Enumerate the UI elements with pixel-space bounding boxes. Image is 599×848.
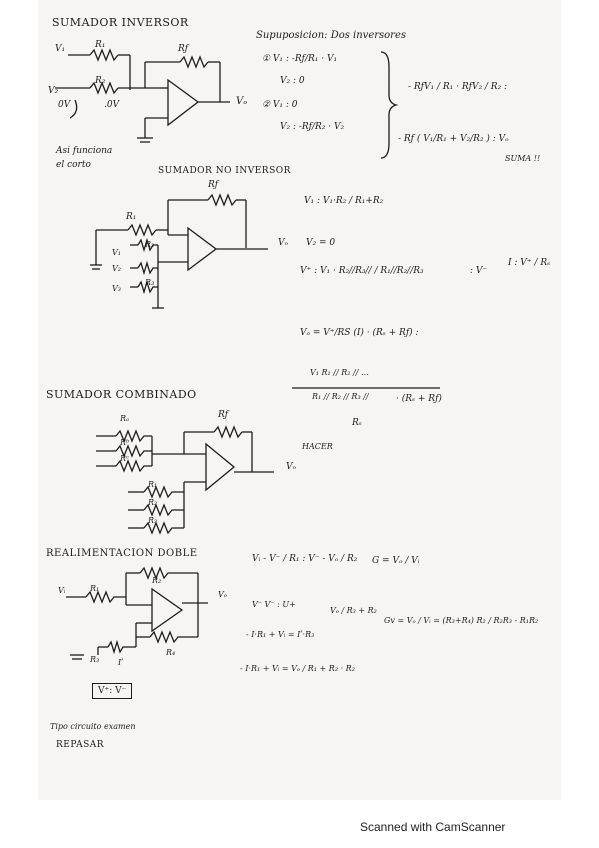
- dbl-eq-4: Vₒ / R₃ + R₂: [330, 606, 377, 615]
- noninv-label-v3: V₃: [112, 284, 121, 293]
- noninv-eq-7: V₁ R₁ // R₂ // …: [310, 368, 369, 377]
- combined-label-vo: Vₒ: [286, 462, 296, 472]
- noninv-eq-8: R₁ // R₂ // R₃ //: [312, 392, 369, 401]
- inv-label-vo: Vₒ: [236, 96, 248, 107]
- inv-note-2: el corto: [56, 160, 91, 170]
- superposition-brace: [380, 51, 399, 159]
- noninv-label-r2: R₂: [145, 240, 155, 249]
- scanned-page: [38, 0, 561, 800]
- dbl-label-r1: R₁: [90, 584, 100, 593]
- noninv-eq-2: V₂ = 0: [306, 238, 336, 248]
- combined-label-r3: R₃: [148, 516, 158, 525]
- noninv-eq-5: I : V⁺ / Rₛ: [508, 258, 551, 268]
- combined-label-rb: Rᵇ: [120, 438, 130, 447]
- dbl-label-r3: R₃: [90, 655, 100, 664]
- superposition-line-2: V₂ : 0: [280, 76, 305, 86]
- inv-label-0v-b: .0V: [104, 100, 120, 110]
- dbl-footnote-1: Tipo circuito examen: [50, 722, 136, 731]
- inv-note-1: Asi funciona: [56, 146, 113, 156]
- noninv-eq-10: Rₛ: [352, 418, 362, 428]
- combined-label-rf: Rƒ: [218, 410, 229, 420]
- non-inverting-circuit: [90, 193, 268, 309]
- section-title-inverting: SUMADOR INVERSOR: [52, 16, 189, 29]
- noninv-label-vo: Vₒ: [278, 238, 288, 248]
- dbl-footnote-2: REPASAR: [56, 740, 105, 750]
- inv-label-v2: V₂: [48, 86, 59, 96]
- dbl-boxed-condition: V⁺: V⁻: [92, 683, 133, 699]
- inv-label-r2: R₂: [95, 76, 106, 86]
- section-title-combined: SUMADOR COMBINADO: [46, 388, 197, 401]
- superposition-result-2: - Rƒ ( V₁/R₁ + V₂/R₂ ) : Vₒ: [398, 134, 509, 144]
- noninv-label-v1: V₁: [112, 248, 121, 257]
- noninv-label-r3: R₃: [145, 278, 155, 287]
- noninv-eq-3: V⁺ : V₁ · R₂//R₃// / R₁//R₂//R₃: [300, 266, 424, 276]
- superposition-result-1: - RƒV₁ / R₁ · RƒV₂ / R₂ :: [408, 82, 508, 92]
- noninv-label-rf: Rƒ: [208, 180, 219, 190]
- dbl-eq-7: Gv = Vₒ / Vᵢ = (R₃+R₄) R₂ / R₂R₃ - R₁R₂: [384, 616, 539, 625]
- dbl-label-r4: R₄: [166, 648, 176, 657]
- superposition-line-3: ② V₁ : 0: [262, 100, 298, 110]
- noninv-fraction-bar: [292, 387, 440, 389]
- noninv-label-v2: V₂: [112, 264, 121, 273]
- inv-label-rf: Rƒ: [178, 44, 189, 54]
- dbl-eq-1: Vᵢ - V⁻ / R₁ : V⁻ - Vₒ / R₂: [252, 554, 358, 564]
- combined-label-rc: Rᶜ: [120, 454, 129, 463]
- camscanner-footer: Scanned with CamScanner: [360, 820, 506, 834]
- combined-circuit: [96, 425, 274, 535]
- double-feedback-circuit: [66, 566, 208, 660]
- dbl-eq-5: - I·R₁ + Vᵢ = Iʹ·R₃: [246, 630, 315, 639]
- section-title-double-feedback: REALIMENTACION DOBLE: [46, 548, 198, 559]
- inv-label-r1: R₁: [95, 40, 106, 50]
- superposition-line-1: ① V₁ : -Rƒ/R₁ · V₁: [262, 54, 338, 64]
- inv-label-v1: V₁: [55, 44, 66, 54]
- superposition-suma: SUMA !!: [505, 154, 541, 163]
- dbl-label-i-prime: Iʹ: [118, 658, 124, 667]
- noninv-label-r1: R₁: [126, 212, 137, 222]
- dbl-eq-2: G = Vₒ / Vᵢ: [372, 556, 420, 566]
- dbl-label-r2: R₂: [152, 576, 162, 585]
- noninv-eq-9: · (Rₛ + Rƒ): [396, 394, 442, 404]
- combined-label-r2: R₂: [148, 498, 158, 507]
- dbl-label-vo: Vₒ: [218, 590, 227, 599]
- superposition-title: Supuposicion: Dos inversores: [256, 30, 407, 41]
- combined-note-hacer: HACER: [302, 442, 333, 451]
- noninv-eq-4: : V⁻: [470, 266, 488, 276]
- combined-label-r1: R₁: [148, 480, 158, 489]
- noninv-eq-6: Vₒ = V⁺/RS (I) · (Rₛ + Rƒ) :: [300, 328, 419, 338]
- dbl-eq-6: - I·R₁ + Vᵢ = Vₒ / R₁ + R₂ · R₂: [240, 664, 355, 673]
- inverting-circuit: [55, 48, 230, 143]
- inv-label-0v: 0V: [58, 100, 71, 110]
- section-title-non-inverting: SUMADOR NO INVERSOR: [158, 166, 291, 176]
- combined-label-ra: Rₐ: [120, 414, 130, 423]
- dbl-label-vi: Vᵢ: [58, 586, 66, 595]
- dbl-eq-3: V⁻ V⁻ : U+: [252, 600, 296, 609]
- superposition-line-4: V₂ : -Rƒ/R₂ · V₂: [280, 122, 345, 132]
- noninv-eq-1: V₁ : V₁·R₂ / R₁+R₂: [304, 196, 384, 206]
